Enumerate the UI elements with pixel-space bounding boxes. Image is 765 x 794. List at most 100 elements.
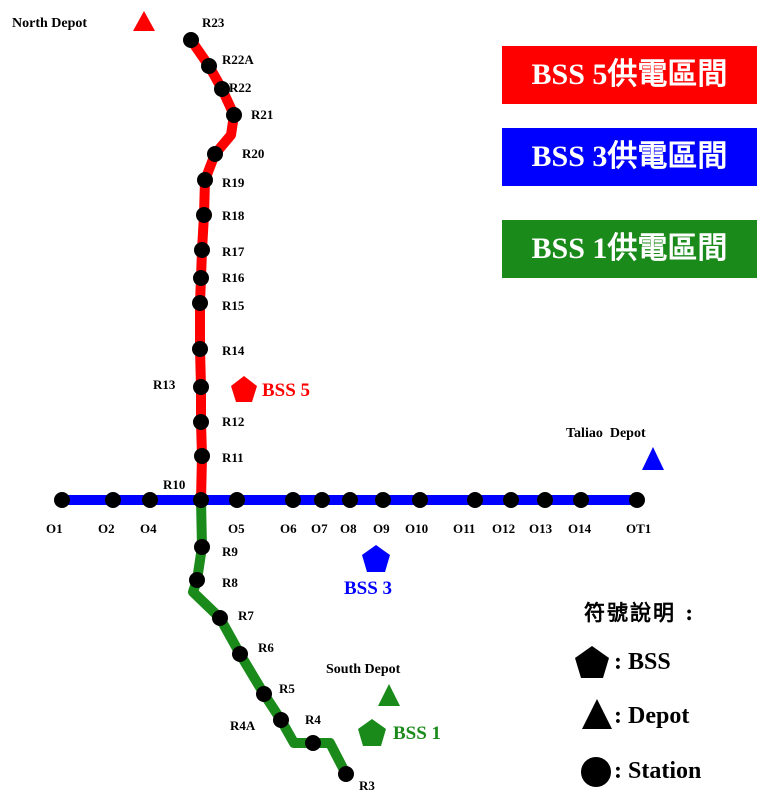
- station-r10[interactable]: [193, 492, 209, 508]
- label-r14: R14: [222, 343, 245, 358]
- station-r13[interactable]: [193, 379, 209, 395]
- station-r15[interactable]: [192, 295, 208, 311]
- label-ot1: OT1: [626, 521, 651, 536]
- south-depot-triangle-icon[interactable]: [378, 684, 400, 706]
- station-r14[interactable]: [192, 341, 208, 357]
- station-r3[interactable]: [338, 766, 354, 782]
- station-r5[interactable]: [256, 686, 272, 702]
- label-r15: R15: [222, 298, 245, 313]
- bss1-section-banner: BSS 1供電區間: [502, 220, 757, 278]
- bss1-pentagon-icon[interactable]: [358, 719, 386, 746]
- label-r18: R18: [222, 208, 245, 223]
- station-r8[interactable]: [189, 572, 205, 588]
- label-r13: R13: [153, 377, 176, 392]
- station-ot1[interactable]: [629, 492, 645, 508]
- station-o5[interactable]: [229, 492, 245, 508]
- station-r18[interactable]: [196, 207, 212, 223]
- station-r9[interactable]: [194, 539, 210, 555]
- label-o6: O6: [280, 521, 297, 536]
- label-o2: O2: [98, 521, 115, 536]
- station-o7[interactable]: [314, 492, 330, 508]
- bss1-line-segment: [188, 499, 351, 777]
- label-o1: O1: [46, 521, 63, 536]
- legend-station-text: : Station: [614, 758, 702, 784]
- station-o13[interactable]: [537, 492, 553, 508]
- label-o11: O11: [453, 521, 475, 536]
- station-o6[interactable]: [285, 492, 301, 508]
- legend-triangle-icon: [582, 699, 612, 729]
- station-o10[interactable]: [412, 492, 428, 508]
- north-depot-triangle-icon[interactable]: [133, 11, 155, 31]
- station-r17[interactable]: [194, 242, 210, 258]
- orange-line-stations: [54, 492, 645, 508]
- station-o9[interactable]: [375, 492, 391, 508]
- orange-line-labels: O1 O2 O4 O5 O6 O7 O8 O9 O10 O11 O12 O13 …: [46, 521, 651, 536]
- bss3-label: BSS 3: [344, 578, 392, 599]
- label-r11: R11: [222, 450, 244, 465]
- label-r7: R7: [238, 608, 254, 623]
- bss1-label: BSS 1: [393, 723, 441, 744]
- station-r4a[interactable]: [273, 712, 289, 728]
- label-o4: O4: [140, 521, 157, 536]
- station-o12[interactable]: [503, 492, 519, 508]
- label-r22a: R22A: [222, 52, 254, 67]
- station-r19[interactable]: [197, 172, 213, 188]
- label-r10: R10: [163, 477, 185, 492]
- station-o8[interactable]: [342, 492, 358, 508]
- station-r7[interactable]: [212, 610, 228, 626]
- label-o9: O9: [373, 521, 390, 536]
- label-o14: O14: [568, 521, 592, 536]
- station-r6[interactable]: [232, 646, 248, 662]
- taliao-depot-triangle-icon[interactable]: [642, 447, 664, 470]
- symbol-legend-title: 符號說明 :: [584, 600, 696, 625]
- label-o12: O12: [492, 521, 515, 536]
- label-r16: R16: [222, 270, 245, 285]
- label-o8: O8: [340, 521, 357, 536]
- legend-depot-text: : Depot: [614, 703, 690, 729]
- label-o7: O7: [311, 521, 328, 536]
- station-o1[interactable]: [54, 492, 70, 508]
- bss3-pentagon-icon[interactable]: [362, 545, 390, 572]
- station-r22[interactable]: [214, 81, 230, 97]
- label-r17: R17: [222, 244, 245, 259]
- label-r23: R23: [202, 15, 225, 30]
- legend-circle-icon: [581, 757, 611, 787]
- legend-bss-text: : BSS: [614, 649, 671, 675]
- label-o10: O10: [405, 521, 428, 536]
- bss3-section-banner: BSS 3供電區間: [502, 128, 757, 186]
- label-r4a: R4A: [230, 718, 256, 733]
- bss5-label: BSS 5: [262, 380, 310, 401]
- label-r6: R6: [258, 640, 274, 655]
- station-o4[interactable]: [142, 492, 158, 508]
- station-r16[interactable]: [193, 270, 209, 286]
- label-r5: R5: [279, 681, 295, 696]
- station-r4[interactable]: [305, 735, 321, 751]
- station-o11[interactable]: [467, 492, 483, 508]
- label-r19: R19: [222, 175, 245, 190]
- bss5-section-banner: BSS 5供電區間: [502, 46, 757, 104]
- label-r4: R4: [305, 712, 321, 727]
- bss5-line-segment: [186, 37, 239, 501]
- label-r3: R3: [359, 778, 375, 793]
- label-r12: R12: [222, 414, 244, 429]
- station-r11[interactable]: [194, 448, 210, 464]
- south-depot-label: South Depot: [326, 662, 401, 677]
- station-r22a[interactable]: [201, 58, 217, 74]
- label-r21: R21: [251, 107, 273, 122]
- station-r21[interactable]: [226, 107, 242, 123]
- label-o5: O5: [228, 521, 245, 536]
- label-o13: O13: [529, 521, 553, 536]
- station-r23[interactable]: [183, 32, 199, 48]
- bss5-pentagon-icon[interactable]: [231, 376, 257, 402]
- legend-pentagon-icon: [575, 646, 609, 678]
- station-r12[interactable]: [193, 414, 209, 430]
- label-r22: R22: [229, 80, 251, 95]
- red-line-labels: R23 R22A R22 R21 R20 R19 R18 R17 R16 R15…: [153, 15, 375, 793]
- label-r8: R8: [222, 575, 238, 590]
- north-depot-label: North Depot: [12, 16, 87, 31]
- label-r20: R20: [242, 146, 264, 161]
- station-r20[interactable]: [207, 146, 223, 162]
- station-o14[interactable]: [573, 492, 589, 508]
- station-o2[interactable]: [105, 492, 121, 508]
